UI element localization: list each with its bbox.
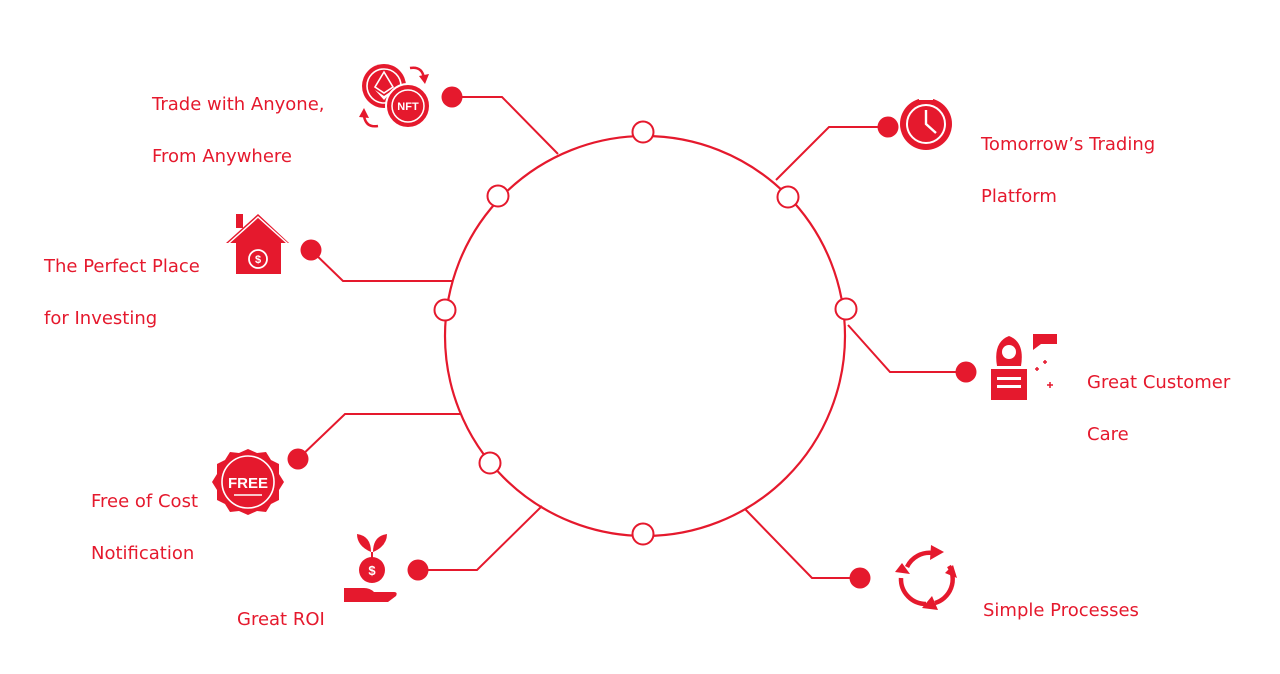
label-perfect-line-2: for Investing — [44, 308, 158, 329]
label-care-line-2: Care — [1087, 424, 1129, 445]
label-trade-line-2: From Anywhere — [152, 146, 292, 167]
label-perfect: The Perfect Place for Investing — [44, 228, 200, 332]
ring-node-upper-right — [776, 185, 800, 209]
clock-icon — [900, 96, 952, 150]
connector-free — [297, 413, 461, 460]
connector-simple — [744, 508, 860, 579]
refresh-arrows-icon — [895, 545, 957, 610]
free-badge-text: FREE — [228, 475, 268, 492]
dot-care — [955, 361, 977, 383]
label-trade: Trade with Anyone, From Anywhere — [152, 66, 325, 170]
endpoint-dots — [287, 86, 977, 589]
label-trade-line-1: Trade with Anyone, — [152, 94, 325, 115]
label-care: Great Customer Care — [1087, 344, 1230, 448]
dot-simple — [849, 567, 871, 589]
dot-perfect — [300, 239, 322, 261]
label-simple-line-1: Simple Processes — [983, 600, 1139, 621]
ring-node-right — [834, 297, 858, 321]
label-perfect-line-1: The Perfect Place — [44, 256, 200, 277]
label-free-line-2: Notification — [91, 543, 195, 564]
money-plant-hand-icon: $ — [344, 534, 397, 602]
ring-node-left — [433, 298, 457, 322]
connector-care — [847, 324, 966, 373]
ring-nodes — [433, 120, 858, 546]
free-badge-icon: FREE — [212, 449, 284, 515]
label-roi: Great ROI — [237, 581, 325, 633]
label-free: Free of Cost Notification — [91, 463, 198, 567]
house-dollar-icon: $ — [226, 214, 289, 274]
connector-roi — [418, 505, 543, 571]
label-tomorrow: Tomorrow’s Trading Platform — [981, 106, 1155, 210]
ring-node-top — [631, 120, 655, 144]
nft-exchange-icon: NFT — [359, 64, 431, 129]
dot-roi — [407, 559, 429, 581]
dot-trade — [441, 86, 463, 108]
label-tomorrow-line-2: Platform — [981, 186, 1057, 207]
label-tomorrow-line-1: Tomorrow’s Trading — [981, 134, 1156, 155]
ring-node-upper-left — [486, 184, 510, 208]
label-free-line-1: Free of Cost — [91, 491, 199, 512]
ring-node-bottom — [631, 522, 655, 546]
customer-support-icon — [991, 334, 1057, 400]
connector-lines — [297, 96, 966, 579]
connector-trade — [452, 96, 559, 155]
connector-tomorrow — [775, 126, 888, 181]
label-care-line-1: Great Customer — [1087, 372, 1231, 393]
label-simple: Simple Processes — [983, 572, 1139, 624]
dot-free — [287, 448, 309, 470]
label-roi-line-1: Great ROI — [237, 609, 325, 630]
dot-tomorrow — [877, 116, 899, 138]
ring-node-lower-left — [478, 451, 502, 475]
plant-dollar-text: $ — [368, 563, 376, 578]
nft-icon-text: NFT — [397, 101, 419, 113]
connector-perfect — [310, 249, 453, 282]
house-dollar-text: $ — [255, 254, 261, 266]
